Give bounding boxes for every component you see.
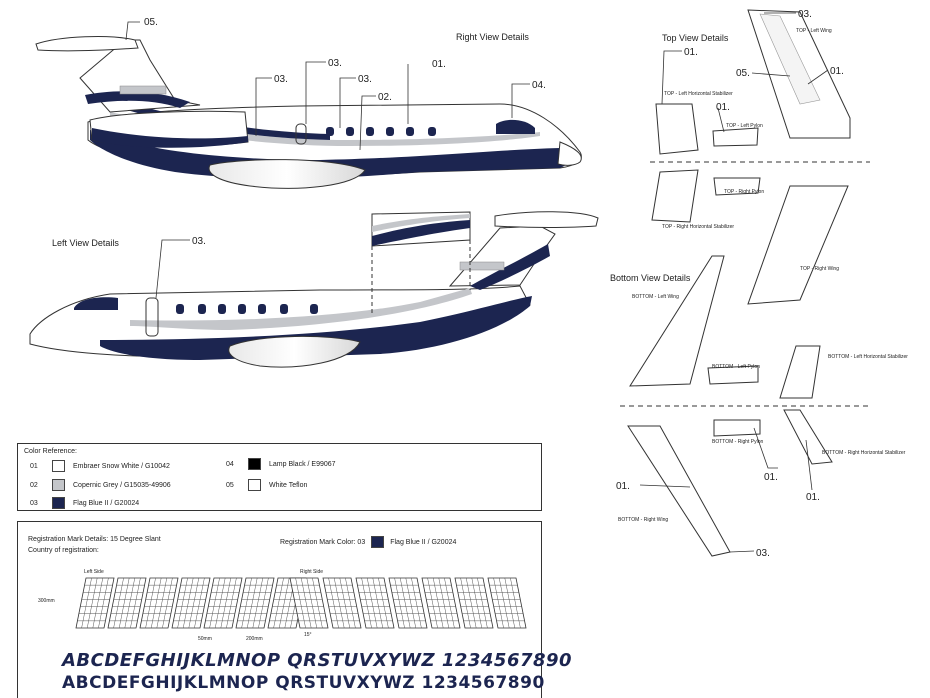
callout-05: 05. [144, 17, 158, 28]
letter-grid [421, 577, 461, 629]
letter-grid [487, 577, 527, 629]
part-label: BOTTOM - Left Pylon [712, 364, 760, 370]
color-reference-panel: Color Reference: 01 Embraer Snow White /… [17, 443, 542, 511]
top-view-title: Top View Details [662, 33, 729, 43]
right-side-grids [289, 577, 527, 629]
registration-grids: Left Side Right Side 300mm 50mm 200mm 15… [38, 569, 527, 642]
color-item-04: 04 Lamp Black / E99067 [226, 458, 336, 470]
color-item-03: 03 Flag Blue II / G20024 [30, 497, 139, 509]
registration-details: Registration Mark Details: 15 Degree Sla… [28, 536, 161, 543]
left-side-label: Left Side [84, 569, 104, 575]
width-dimension: 200mm [246, 636, 263, 642]
letter-grid [322, 577, 362, 629]
letter-grid [235, 577, 275, 629]
letter-grid [171, 577, 211, 629]
callout-03: 03. [328, 58, 342, 69]
right-view-title: Right View Details [456, 32, 529, 42]
color-item-01: 01 Embraer Snow White / G10042 [30, 460, 170, 472]
callout-02: 02. [378, 92, 392, 103]
letter-grid [289, 577, 329, 629]
letter-grid [107, 577, 147, 629]
color-swatch [52, 497, 65, 509]
callout-01: 01. [716, 102, 730, 113]
callout-01: 01. [830, 66, 844, 77]
part-label: BOTTOM - Right Horizontal Stabilizer [822, 450, 906, 456]
alphabet-slanted: ABCDEFGHIJKLMNOP QRSTUVXYWZ 1234567890 [62, 650, 573, 671]
callout-03: 03. [798, 9, 812, 20]
letter-grid [454, 577, 494, 629]
callout-01: 01. [764, 472, 778, 483]
callout-01: 01. [616, 481, 630, 492]
callout-01: 01. [806, 492, 820, 503]
callout-01: 01. [432, 59, 446, 70]
height-dimension: 300mm [38, 598, 55, 604]
dashed-dividers [620, 161, 870, 407]
part-label: TOP - Right Pylon [724, 189, 764, 195]
color-swatch [371, 536, 385, 548]
callout-01: 01. [684, 47, 698, 58]
letter-grid [139, 577, 179, 629]
part-label: BOTTOM - Left Horizontal Stabilizer [828, 354, 908, 360]
part-label: TOP - Left Wing [796, 28, 832, 34]
callout-03: 03. [358, 74, 372, 85]
color-item-05: 05 White Teflon [226, 479, 307, 491]
part-label: TOP - Right Wing [800, 266, 839, 272]
wing-parts [627, 9, 851, 557]
left-view-aircraft [29, 211, 599, 368]
callout-03: 03. [274, 74, 288, 85]
letter-grid [203, 577, 243, 629]
letter-grid [75, 577, 115, 629]
color-swatch [52, 460, 65, 472]
right-side-label: Right Side [300, 569, 323, 575]
registration-mark-color: Registration Mark Color: 03 Flag Blue II… [280, 536, 456, 548]
part-label: BOTTOM - Left Wing [632, 294, 679, 300]
color-swatch [248, 458, 261, 470]
part-label: TOP - Left Horizontal Stabilizer [664, 91, 733, 97]
callout-04: 04. [532, 80, 546, 91]
callout-05: 05. [736, 68, 750, 79]
left-view-title: Left View Details [52, 238, 119, 248]
callout-03: 03. [756, 548, 770, 559]
color-swatch [248, 479, 261, 491]
gap-dimension: 50mm [198, 636, 212, 642]
bottom-view-title: Bottom View Details [610, 273, 691, 283]
part-label: TOP - Right Horizontal Stabilizer [662, 224, 734, 230]
color-reference-title: Color Reference: [24, 448, 77, 455]
part-label: TOP - Left Pylon [726, 123, 763, 129]
callout-leaders [125, 12, 829, 553]
right-view-aircraft [35, 36, 582, 189]
part-label: BOTTOM - Right Pylon [712, 439, 764, 445]
letter-grid [355, 577, 395, 629]
left-side-grids [75, 577, 307, 629]
slant-dimension: 15° [304, 632, 312, 638]
part-label: BOTTOM - Right Wing [618, 517, 668, 523]
alphabet-upright: ABCDEFGHIJKLMNOP QRSTUVXYWZ 1234567890 [62, 673, 545, 693]
color-item-02: 02 Copernic Grey / G15035-49906 [30, 479, 171, 491]
callout-03: 03. [192, 236, 206, 247]
registration-panel: Registration Mark Details: 15 Degree Sla… [17, 521, 572, 698]
letter-grid [388, 577, 428, 629]
color-swatch [52, 479, 65, 491]
country-of-registration: Country of registration: [28, 547, 99, 554]
